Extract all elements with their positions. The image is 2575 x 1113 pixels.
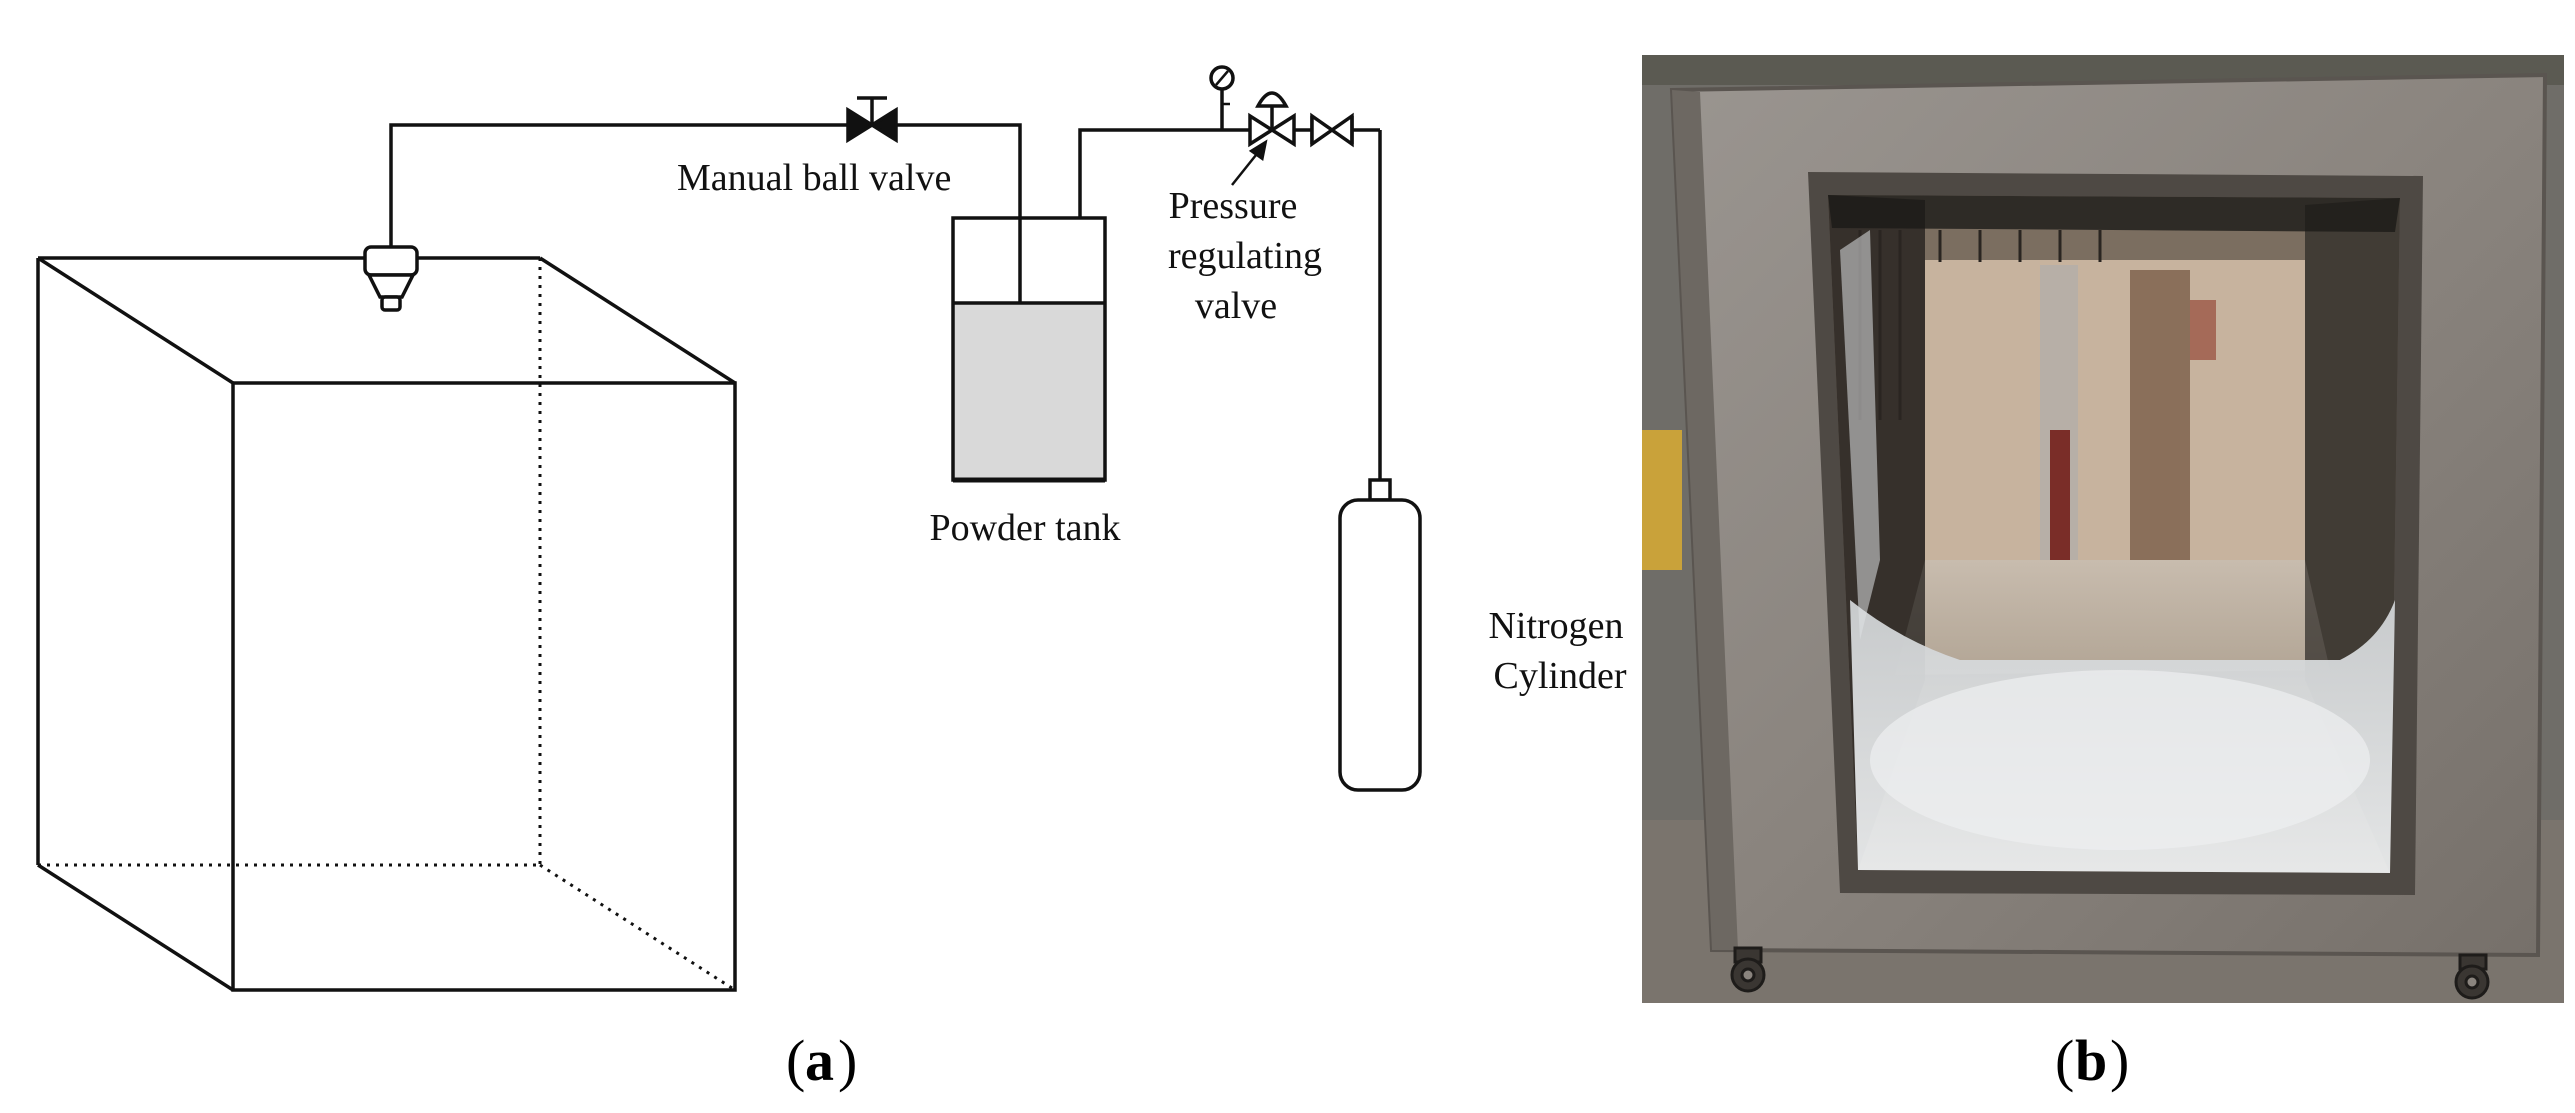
powder-tank <box>951 216 1107 483</box>
label-pressure-regulating-valve-1: Pressure <box>1169 185 1298 227</box>
svg-text:(: ( <box>2055 1028 2074 1093</box>
caption-a-letter: a <box>805 1028 834 1093</box>
label-manual-ball-valve: Manual ball valve <box>677 157 951 199</box>
caption-a: ( a ) <box>786 1028 857 1093</box>
label-powder-tank: Powder tank <box>929 507 1120 549</box>
panel-a-schematic <box>36 65 1422 992</box>
svg-text:(: ( <box>786 1028 805 1093</box>
label-nitrogen-cylinder-2: Cylinder <box>1494 655 1627 697</box>
pressure-gauge-icon <box>1209 65 1235 130</box>
nitrogen-cylinder <box>1338 478 1422 792</box>
svg-text:): ) <box>838 1028 857 1093</box>
panel-a-labels: Manual ball valve Pressure regulating va… <box>677 157 1627 697</box>
caption-b: ( b ) <box>2055 1028 2129 1093</box>
pointer-arrow <box>1231 139 1268 186</box>
svg-text:): ) <box>2110 1028 2129 1093</box>
caption-b-letter: b <box>2075 1028 2107 1093</box>
nozzle-icon <box>363 245 419 312</box>
panel-b-photo <box>1642 55 2564 1003</box>
shutoff-valve-icon <box>1310 112 1354 148</box>
viewing-window <box>1828 195 2400 873</box>
pressure-regulating-valve-icon <box>1248 91 1296 148</box>
caster-wheels <box>1730 946 2490 1000</box>
label-pressure-regulating-valve-3: valve <box>1195 285 1277 327</box>
chamber-box <box>36 256 737 992</box>
label-nitrogen-cylinder-1: Nitrogen <box>1488 605 1623 647</box>
manual-ball-valve-icon <box>846 96 898 144</box>
label-pressure-regulating-valve-2: regulating <box>1168 235 1322 277</box>
